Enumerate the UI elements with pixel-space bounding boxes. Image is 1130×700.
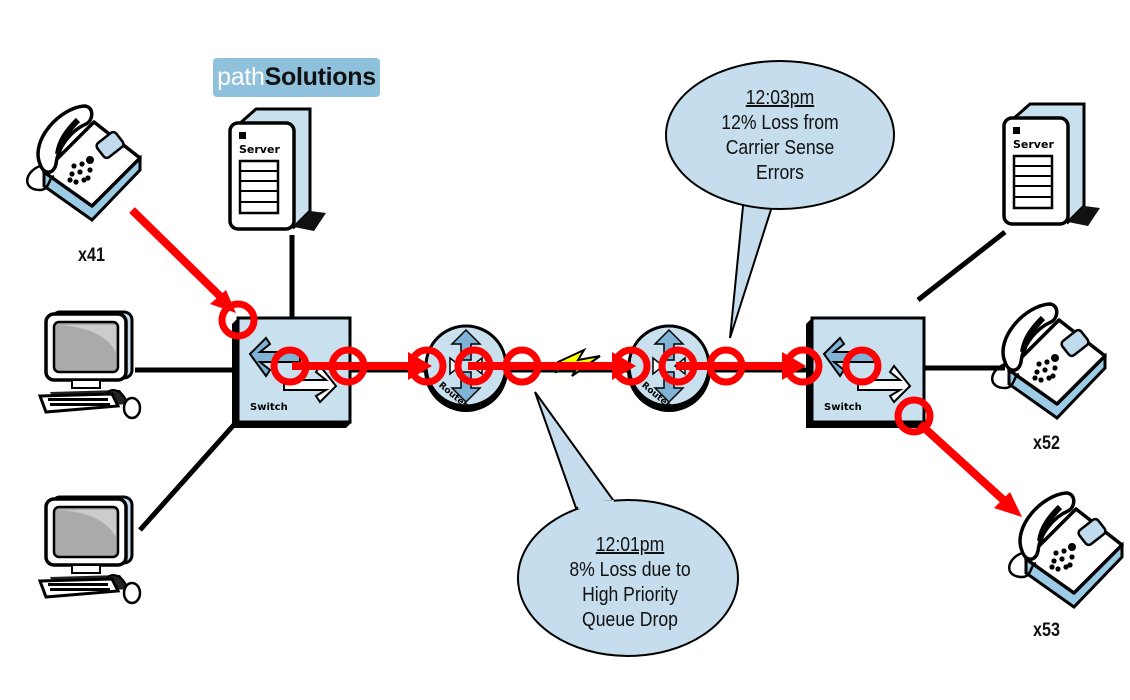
phone-x52-icon[interactable] — [992, 304, 1105, 418]
callout-1203-text: 12:03pm 12% Loss from Carrier Sense Erro… — [701, 86, 859, 186]
logo-text-solutions: Solutions — [264, 63, 376, 91]
callout-1203 — [665, 60, 895, 339]
callout-1201-line: Queue Drop — [582, 609, 678, 631]
hop-marker — [328, 346, 368, 386]
callout-1203-line: 12% Loss from — [721, 112, 839, 134]
phone-x53-icon[interactable] — [1009, 493, 1122, 607]
hop-marker — [611, 346, 651, 386]
hop-marker — [407, 346, 447, 386]
computer-2-icon[interactable] — [38, 495, 142, 605]
phone-x41-icon[interactable] — [27, 106, 140, 220]
hop-marker — [658, 346, 698, 386]
hop-markers — [218, 300, 934, 436]
hop-marker — [454, 346, 494, 386]
server-left[interactable] — [228, 107, 328, 233]
phone-label-x52: x52 — [1033, 433, 1060, 454]
callout-1201-line: 8% Loss due to — [569, 559, 691, 581]
phone-label-x41: x41 — [78, 245, 105, 266]
callout-1203-line: Carrier Sense — [725, 137, 835, 159]
hop-marker — [270, 346, 310, 386]
switch-right-icon[interactable] — [804, 316, 928, 430]
callout-1201-time: 12:01pm — [595, 534, 665, 556]
packet-path — [129, 207, 1022, 517]
path-segment-x41-switch — [129, 207, 231, 307]
server-right[interactable] — [1002, 102, 1102, 228]
hop-marker — [894, 396, 934, 436]
callout-1201-text: 12:01pm 8% Loss due to High Priority Que… — [551, 533, 709, 633]
hop-marker — [783, 346, 823, 386]
hop-marker — [218, 300, 258, 340]
hop-marker — [502, 346, 542, 386]
callout-1201-line: High Priority — [582, 584, 678, 606]
computer-1-icon[interactable] — [38, 310, 142, 420]
hop-marker — [842, 346, 882, 386]
arrowhead — [994, 492, 1022, 517]
callout-1203-line: Errors — [756, 162, 804, 184]
link-server-right — [916, 230, 1007, 302]
phone-label-x53: x53 — [1033, 620, 1060, 641]
path-segment-switch-x53 — [917, 421, 1013, 509]
hop-marker — [706, 346, 746, 386]
callout-1203-time: 12:03pm — [745, 87, 815, 109]
callout-1201 — [517, 391, 739, 657]
link-pc2 — [138, 416, 242, 532]
logo-text-path: path — [217, 63, 265, 91]
